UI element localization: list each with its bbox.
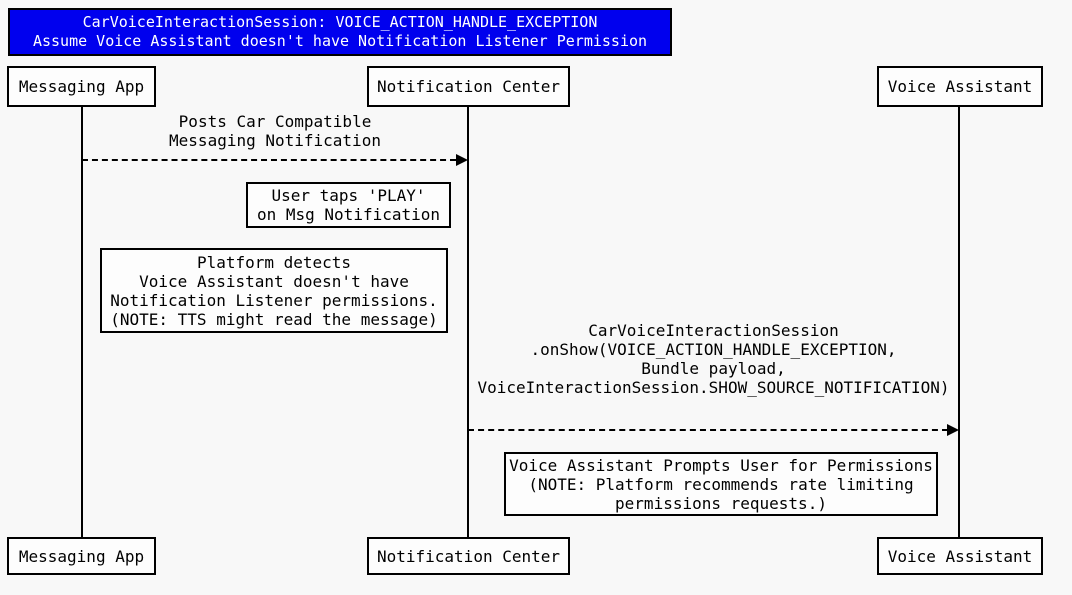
arrowhead-right-icon [947,424,959,436]
note-line: Notification Listener permissions. [110,290,438,310]
message-2-label-line4: VoiceInteractionSession.SHOW_SOURCE_NOTI… [477,378,950,397]
actor-label: Voice Assistant [887,546,1033,566]
message-2-label-line2: .onShow(VOICE_ACTION_HANDLE_EXCEPTION, [530,340,897,359]
note-voice-assistant-prompts: Voice Assistant Prompts User for Permiss… [504,452,938,516]
message-1-label-line1: Posts Car Compatible [178,112,372,131]
note-line: permissions requests.) [615,493,827,513]
note-line: (NOTE: Platform recommends rate limiting [528,474,914,494]
lifeline-notification-center [467,107,469,537]
arrowhead-right-icon [456,154,468,166]
note-line: Platform detects [196,252,352,272]
actor-bottom-voice-assistant: Voice Assistant [877,537,1043,575]
diagram-title-box: CarVoiceInteractionSession: VOICE_ACTION… [8,8,672,56]
lifeline-messaging-app [81,107,83,537]
note-line: User taps 'PLAY' [271,186,426,205]
actor-bottom-notification-center: Notification Center [367,537,570,575]
note-line: (NOTE: TTS might read the message) [110,309,438,329]
lifeline-voice-assistant [958,107,960,537]
actor-top-notification-center: Notification Center [367,66,570,107]
actor-label: Messaging App [18,546,145,566]
message-1-label: Posts Car Compatible Messaging Notificat… [82,112,468,150]
message-arrow-2 [468,429,948,431]
note-line: Voice Assistant Prompts User for Permiss… [509,455,933,475]
actor-label: Voice Assistant [887,77,1033,96]
actor-top-voice-assistant: Voice Assistant [877,66,1043,107]
note-line: Voice Assistant doesn't have [139,271,409,291]
note-user-taps-play: User taps 'PLAY' on Msg Notification [246,182,451,228]
actor-bottom-messaging-app: Messaging App [7,537,156,575]
message-arrow-1 [82,159,456,161]
note-line: on Msg Notification [256,205,441,224]
message-2-label: CarVoiceInteractionSession .onShow(VOICE… [468,321,959,397]
actor-top-messaging-app: Messaging App [7,66,156,107]
diagram-title-line1: CarVoiceInteractionSession: VOICE_ACTION… [82,13,598,31]
message-1-label-line2: Messaging Notification [169,131,381,150]
note-platform-detects: Platform detects Voice Assistant doesn't… [100,248,448,333]
message-2-label-line1: CarVoiceInteractionSession [588,321,839,340]
message-2-label-line3: Bundle payload, [641,359,786,378]
diagram-title-line2: Assume Voice Assistant doesn't have Noti… [32,32,648,50]
actor-label: Notification Center [376,546,561,566]
actor-label: Notification Center [376,77,561,96]
actor-label: Messaging App [18,77,145,96]
